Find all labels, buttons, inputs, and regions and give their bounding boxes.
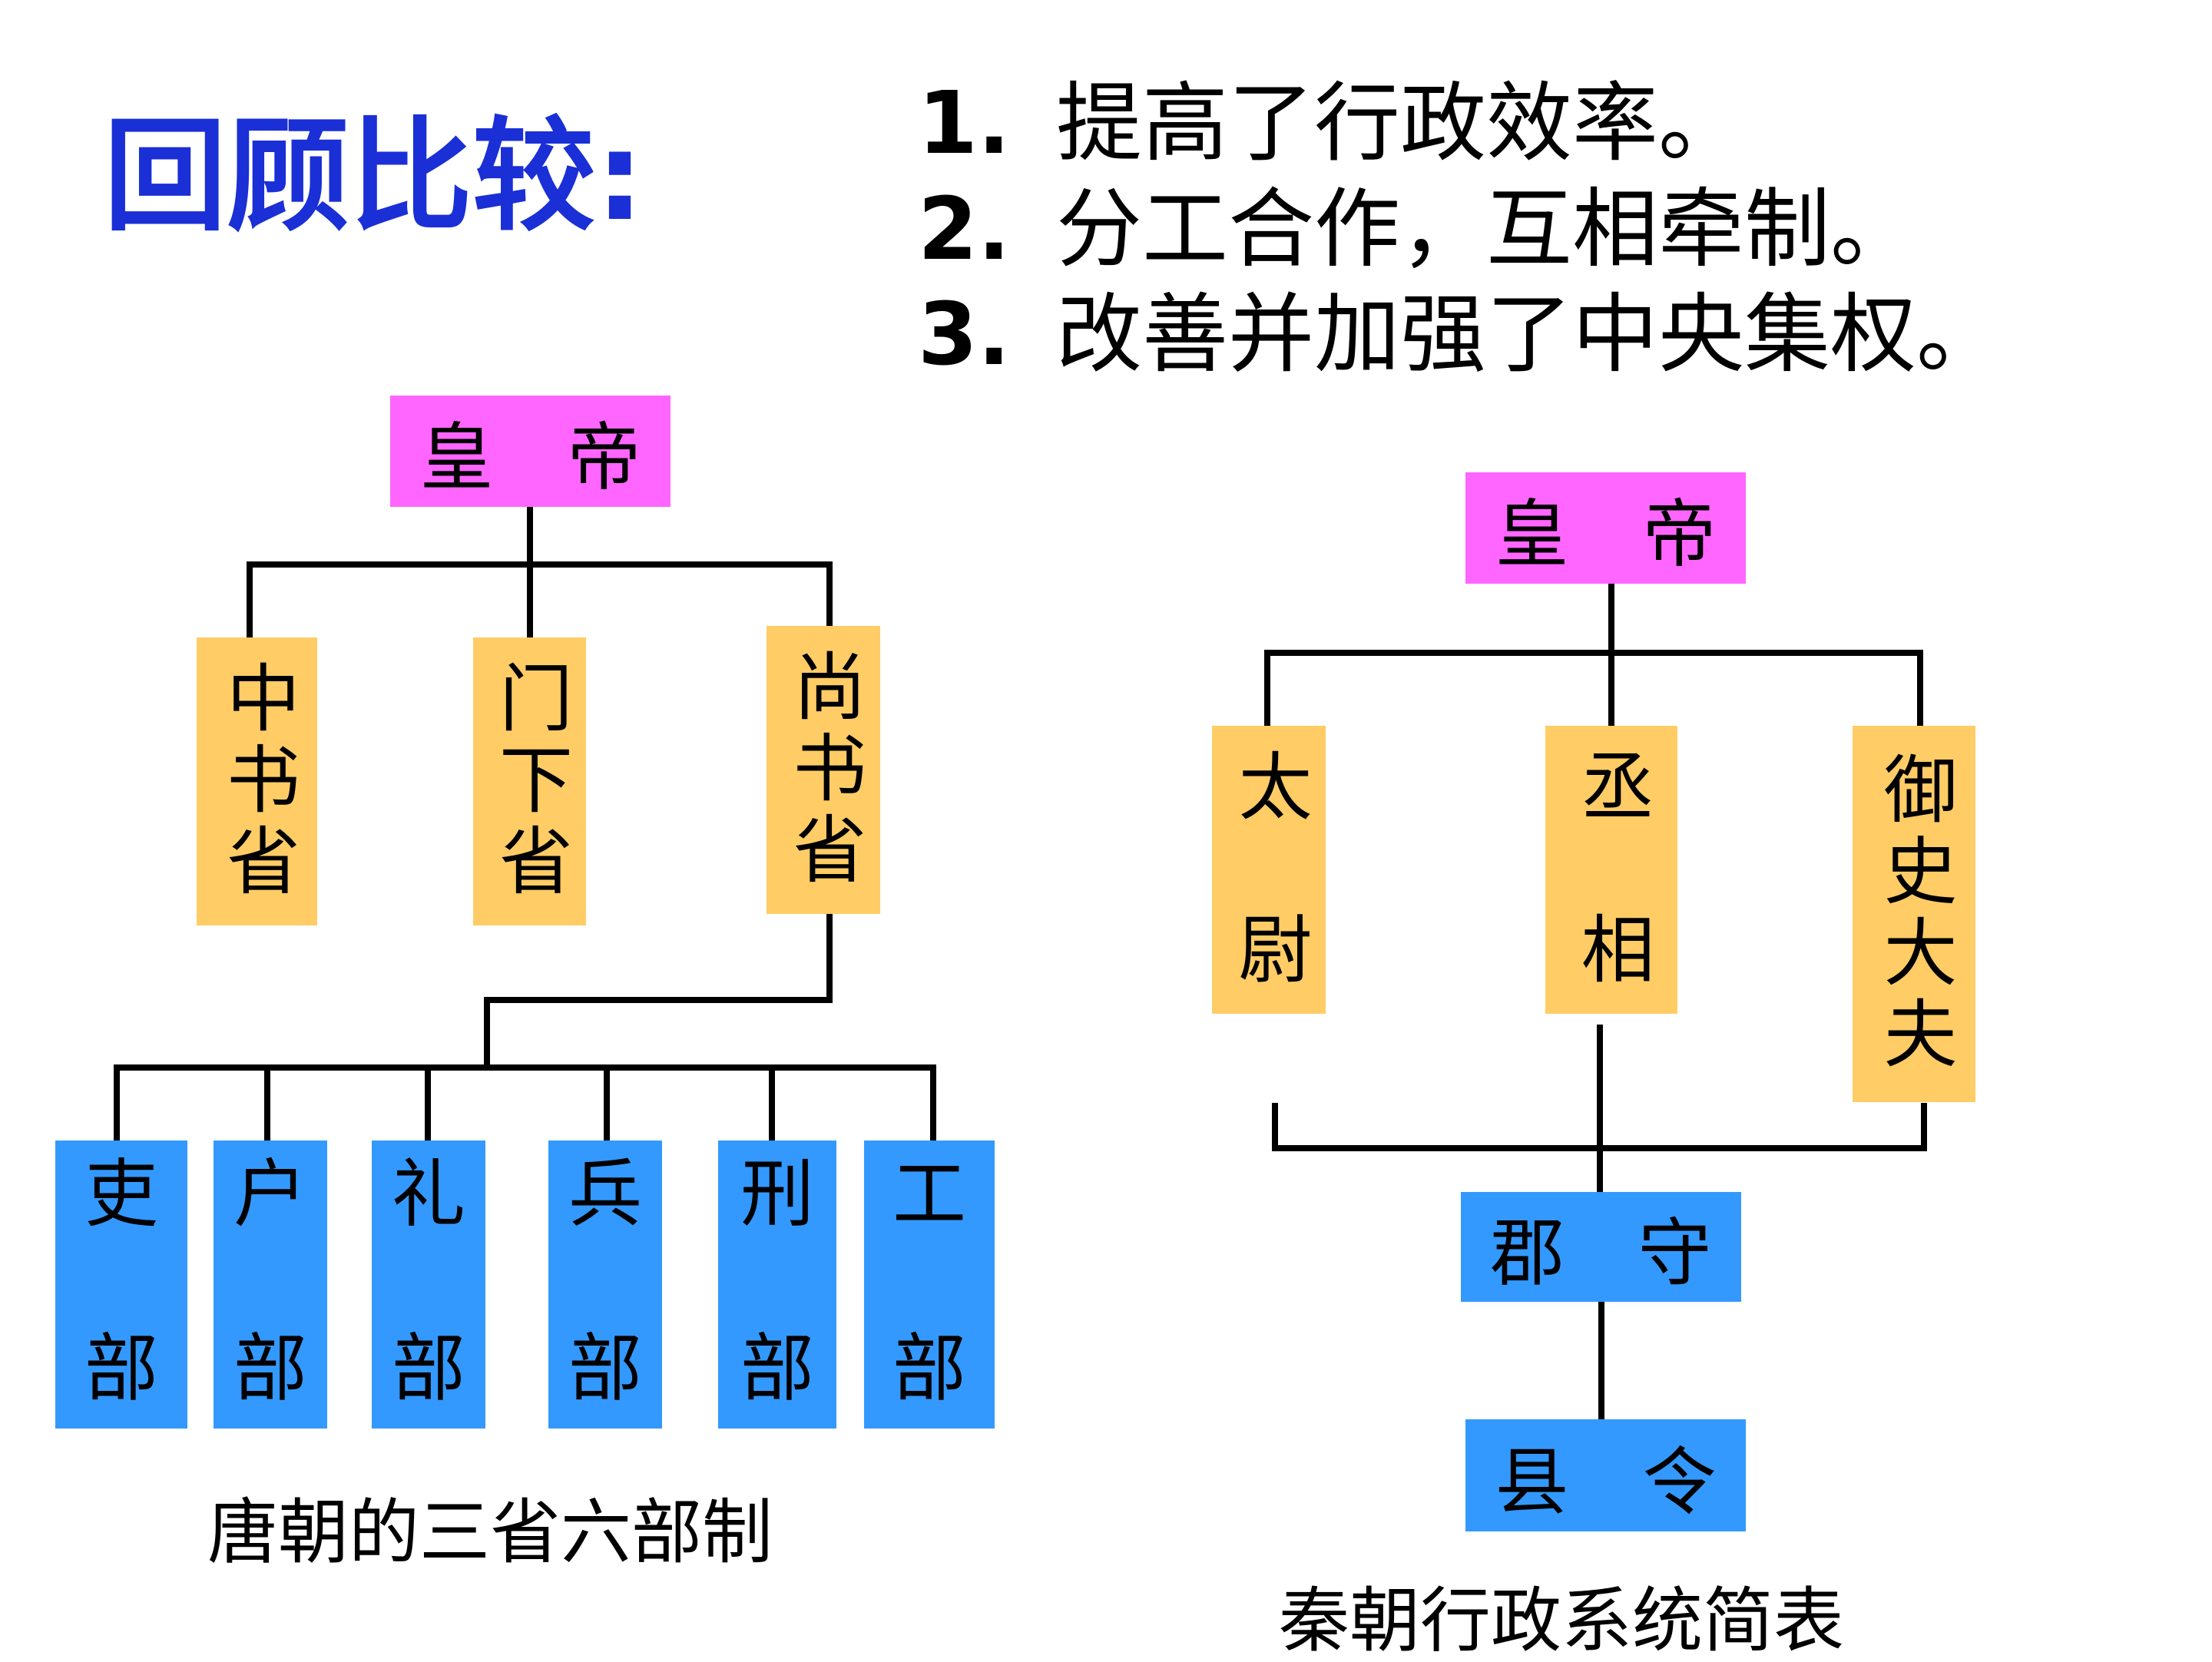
tang-emperor-box: 皇 帝 <box>390 396 671 507</box>
dept-name: 吏 <box>84 1151 158 1237</box>
point-text: 改善并加强了中央集权。 <box>1056 285 2002 385</box>
tang-caption: 唐朝的三省六部制 <box>207 1491 773 1574</box>
qin-county-box: 县 令 <box>1465 1419 1746 1531</box>
dept-name: 礼 <box>392 1151 465 1237</box>
dept-suffix: 部 <box>392 1326 465 1412</box>
qin-taiwei-label: 太 尉 <box>1226 747 1312 992</box>
point-text: 提高了行政效率。 <box>1056 74 1744 174</box>
dept-suffix: 部 <box>568 1326 642 1412</box>
tang-dept-xing: 刑 部 <box>718 1141 836 1429</box>
point-2: 2.分工合作，互相牵制。 <box>918 187 1916 273</box>
qin-commandery-box: 郡 守 <box>1461 1192 1741 1302</box>
qin-chengxiang-box: 丞 相 <box>1545 726 1677 1014</box>
dept-suffix: 部 <box>740 1326 814 1412</box>
point-number: 3. <box>918 285 1011 385</box>
qin-caption: 秦朝行政系统简表 <box>1279 1580 1845 1662</box>
tang-zhongshu-label: 中书省 <box>214 659 300 904</box>
dept-name: 兵 <box>568 1151 642 1237</box>
tang-shangshu-box: 尚书省 <box>767 626 880 914</box>
tang-menxia-label: 门下省 <box>486 659 573 904</box>
dept-suffix: 部 <box>892 1326 966 1412</box>
tang-zhongshu-box: 中书省 <box>197 637 317 925</box>
qin-chengxiang-label: 丞 相 <box>1568 747 1654 992</box>
dept-name: 工 <box>892 1151 966 1237</box>
point-number: 1. <box>918 74 1011 174</box>
tang-shangshu-link <box>484 911 833 1071</box>
tang-dept-bing: 兵 部 <box>548 1141 662 1429</box>
page-title: 回顾比较: <box>104 104 644 248</box>
dept-suffix: 部 <box>233 1326 307 1412</box>
tang-shangshu-label: 尚书省 <box>780 647 866 892</box>
qin-emperor-box: 皇 帝 <box>1465 472 1746 584</box>
qin-yushidafu-box: 御史大夫 <box>1853 726 1975 1102</box>
point-text: 分工合作，互相牵制。 <box>1056 180 1916 280</box>
tang-menxia-box: 门下省 <box>473 637 586 925</box>
tang-dept-li-rites: 礼 部 <box>372 1141 485 1429</box>
dept-name: 户 <box>233 1151 307 1237</box>
point-number: 2. <box>918 180 1011 280</box>
tang-dept-gong: 工 部 <box>864 1141 995 1429</box>
qin-bracket <box>1272 1103 1927 1151</box>
point-3: 3.改善并加强了中央集权。 <box>918 292 2002 378</box>
dept-suffix: 部 <box>84 1326 158 1412</box>
qin-taiwei-box: 太 尉 <box>1212 726 1326 1014</box>
point-1: 1.提高了行政效率。 <box>918 81 1744 167</box>
tang-dept-hu: 户 部 <box>214 1141 327 1429</box>
tang-dept-li-personnel: 吏 部 <box>55 1141 187 1429</box>
qin-yushidafu-label: 御史大夫 <box>1871 751 1957 1077</box>
dept-name: 刑 <box>740 1151 814 1237</box>
